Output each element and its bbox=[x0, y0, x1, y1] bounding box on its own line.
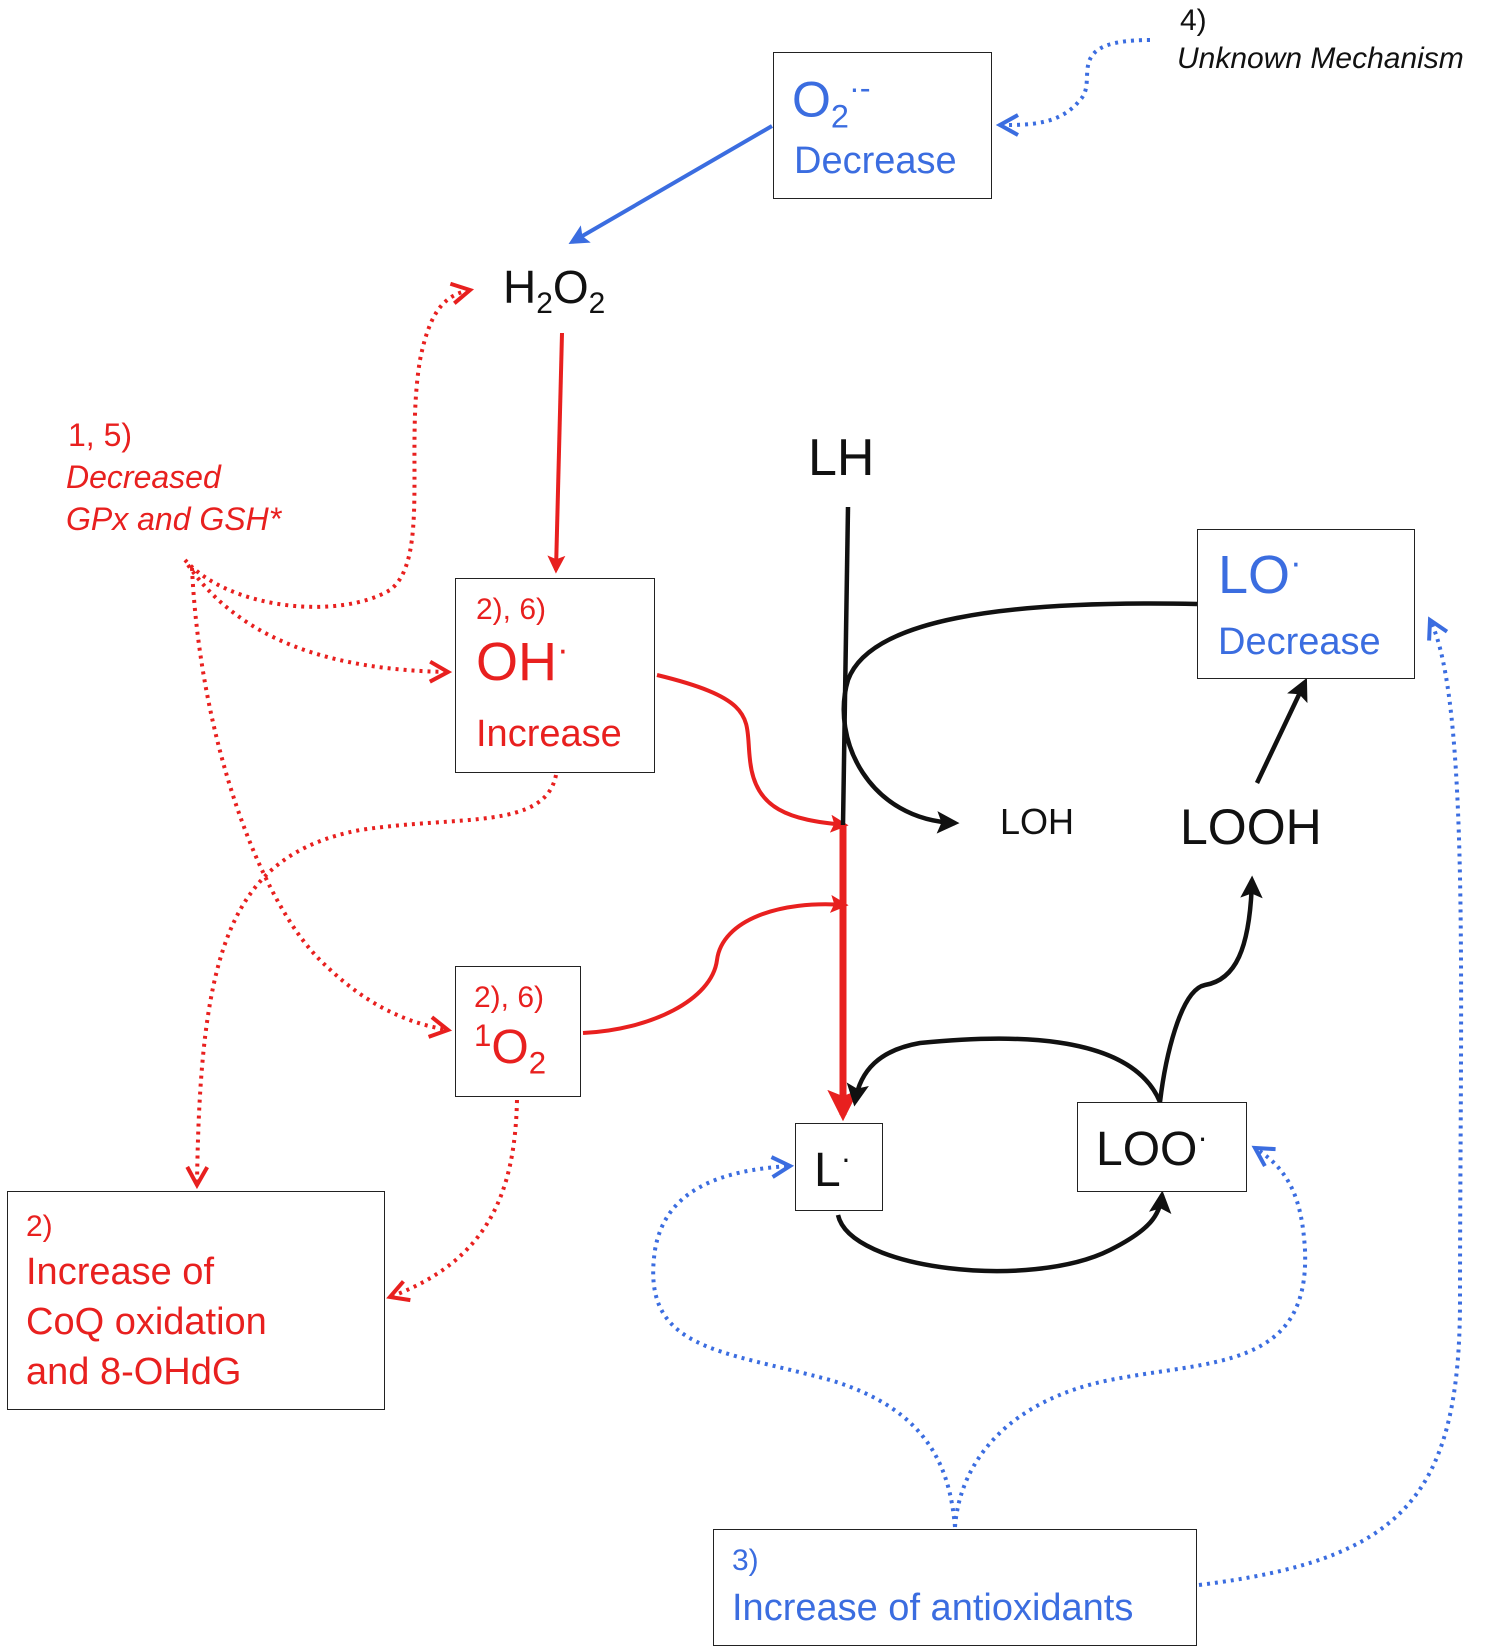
antioxidants-label: Increase of antioxidants bbox=[732, 1587, 1134, 1629]
lo-status: Decrease bbox=[1218, 621, 1381, 663]
antioxidants-number: 3) bbox=[732, 1544, 759, 1577]
loo-radical-species: LOO bbox=[1096, 1123, 1198, 1176]
gpx-number: 1, 5) bbox=[68, 417, 133, 453]
antioxidants-box: 3) Increase of antioxidants bbox=[713, 1529, 1197, 1646]
arrow-unknown-to-superoxide bbox=[1000, 38, 1151, 125]
hydroxyl-box: 2), 6) OH· Increase bbox=[455, 578, 655, 773]
l-radical-label: L· bbox=[814, 1141, 852, 1198]
lo-dot: · bbox=[1290, 543, 1302, 582]
singlet-label: 1O2 bbox=[474, 1018, 547, 1081]
arrow-antiox-to-l-radical bbox=[651, 1166, 957, 1528]
coq-line-1: Increase of bbox=[26, 1251, 214, 1293]
hydroxyl-number: 2), 6) bbox=[476, 593, 547, 626]
h2o2-label: H2O2 bbox=[503, 262, 605, 321]
lo-species: LO bbox=[1218, 545, 1291, 605]
arrow-gpx-to-singlet bbox=[190, 567, 448, 1030]
loo-radical-dot: · bbox=[1197, 1120, 1208, 1155]
hydroxyl-status: Increase bbox=[476, 713, 622, 755]
coq-line-2: CoQ oxidation bbox=[26, 1301, 267, 1343]
arrow-loo-to-l-radical bbox=[846, 1036, 1163, 1107]
arrow-singlet-to-coq bbox=[390, 1099, 519, 1297]
h2o2-sub-1: 2 bbox=[536, 287, 553, 321]
coq-box: 2) Increase of CoQ oxidation and 8-OHdG bbox=[7, 1191, 385, 1410]
singlet-sup: 1 bbox=[474, 1018, 492, 1053]
gpx-line-1: Decreased bbox=[66, 459, 221, 495]
hydroxyl-dot: · bbox=[557, 630, 569, 669]
arrow-gpx-to-hydroxyl bbox=[186, 563, 448, 672]
arrow-looh-to-lo bbox=[1254, 677, 1308, 784]
superoxide-sub: 2 bbox=[830, 98, 849, 135]
loh-label: LOH bbox=[1000, 801, 1075, 842]
arrow-antiox-to-lo bbox=[1198, 620, 1464, 1587]
loo-radical-label: LOO· bbox=[1096, 1120, 1208, 1177]
arrow-hydroxyl-to-lh bbox=[656, 673, 849, 833]
arrow-singlet-to-lh bbox=[582, 894, 849, 1035]
singlet-species: O bbox=[491, 1021, 529, 1074]
superoxide-sup: ·- bbox=[848, 70, 871, 106]
coq-number: 2) bbox=[26, 1210, 53, 1243]
superoxide-box: O2·- Decrease bbox=[773, 52, 992, 199]
arrow-hydroxyl-to-coq bbox=[197, 774, 558, 1185]
unknown-number: 4) bbox=[1180, 4, 1207, 37]
arrow-antiox-to-loo bbox=[953, 1148, 1308, 1528]
l-radical-box: L· bbox=[795, 1123, 883, 1211]
unknown-mechanism-label: Unknown Mechanism bbox=[1177, 42, 1464, 75]
lh-label: LH bbox=[808, 429, 875, 487]
arrow-lo-to-loh bbox=[841, 601, 1198, 834]
loo-radical-box: LOO· bbox=[1077, 1102, 1247, 1192]
gpx-line-2: GPx and GSH* bbox=[66, 501, 282, 537]
arrow-gpx-to-h2o2 bbox=[183, 290, 470, 609]
lh-line bbox=[840, 506, 851, 826]
superoxide-species: O bbox=[792, 71, 831, 128]
singlet-oxygen-box: 2), 6) 1O2 bbox=[455, 966, 581, 1097]
superoxide-status: Decrease bbox=[794, 140, 957, 182]
h2o2-o: O bbox=[552, 261, 589, 313]
l-radical-species: L bbox=[814, 1144, 841, 1197]
l-radical-dot: · bbox=[840, 1141, 852, 1176]
arrow-superoxide-to-h2o2 bbox=[568, 124, 774, 245]
lo-box: LO· Decrease bbox=[1197, 529, 1415, 679]
superoxide-label: O2·- bbox=[792, 70, 871, 135]
looh-label: LOOH bbox=[1180, 799, 1322, 855]
hydroxyl-species: OH bbox=[476, 632, 557, 692]
arrow-h2o2-to-hydroxyl bbox=[547, 332, 566, 574]
hydroxyl-label: OH· bbox=[476, 630, 569, 692]
arrow-l-radical-to-loo bbox=[835, 1190, 1172, 1274]
lo-label: LO· bbox=[1218, 543, 1302, 605]
singlet-sub: 2 bbox=[528, 1045, 547, 1081]
arrow-loo-to-looh bbox=[1157, 875, 1263, 1103]
h2o2-sub-2: 2 bbox=[588, 287, 606, 321]
h2o2-h: H bbox=[503, 261, 537, 313]
coq-line-3: and 8-OHdG bbox=[26, 1351, 242, 1393]
singlet-number: 2), 6) bbox=[474, 981, 545, 1014]
